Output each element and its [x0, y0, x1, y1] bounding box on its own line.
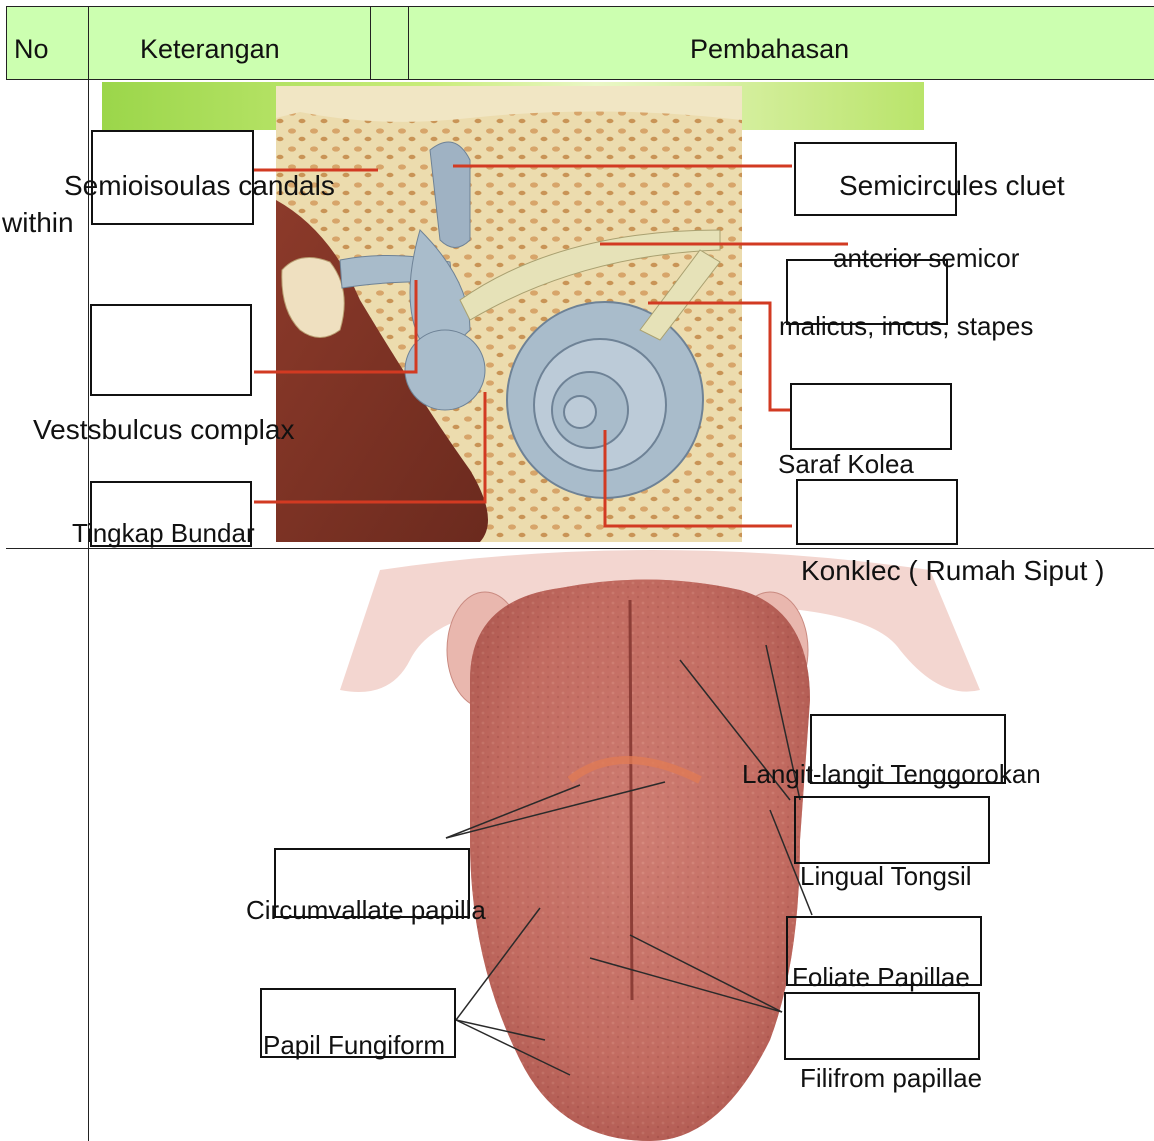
label-konklea: Konklec ( Rumah Siput ) — [801, 555, 1104, 587]
answer-box-vestibule[interactable] — [90, 304, 252, 396]
ear-illustration — [276, 86, 742, 542]
label-circumvallate: Circumvallate papilla — [246, 895, 486, 925]
label-vestibule: Vestsbulcus complax — [33, 414, 294, 446]
label-lingual: Lingual Tongsil — [800, 861, 972, 891]
label-semicircular-left: Semioisoulas candals — [64, 170, 335, 202]
label-tingkap: Tingkap Bundar — [72, 518, 255, 548]
answer-box-konklea[interactable] — [796, 479, 958, 545]
answer-box-saraf[interactable] — [790, 383, 952, 450]
label-fungiform: Papil Fungiform — [263, 1030, 445, 1060]
label-langit: Langit-langit Tenggorokan — [742, 759, 1041, 789]
label-saraf: Saraf Kolea — [778, 449, 914, 479]
label-within: within — [2, 207, 74, 239]
label-anterior: anterior semicor — [833, 243, 1019, 273]
label-semicircular-right: Semicircules cluet — [839, 170, 1065, 202]
answer-box-filiform[interactable] — [784, 992, 980, 1060]
label-filiform: Filifrom papillae — [800, 1063, 982, 1093]
label-foliate: Foliate Papillae — [792, 962, 970, 992]
answer-box-lingual[interactable] — [794, 796, 990, 864]
label-ossicles: malicus, incus, stapes — [779, 311, 1033, 341]
